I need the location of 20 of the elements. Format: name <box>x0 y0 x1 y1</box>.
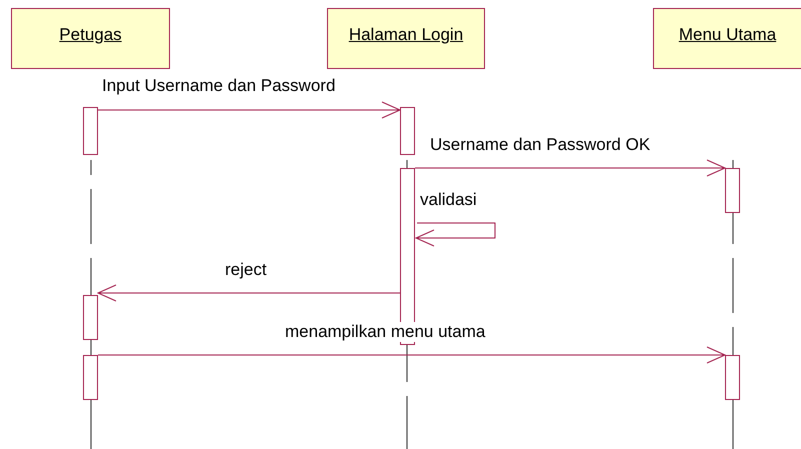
object-box <box>11 8 170 69</box>
activation-bar <box>725 168 740 213</box>
object-box <box>327 8 485 69</box>
edge-label: menampilkan menu utama <box>285 322 486 342</box>
activation-bar <box>83 107 98 155</box>
edge-label: Input Username dan Password <box>102 76 336 96</box>
activation-bar <box>400 107 415 155</box>
edge-label: reject <box>225 260 267 280</box>
message-arrow <box>98 346 726 364</box>
object-name: Halaman Login <box>348 25 464 45</box>
object-name: Petugas <box>59 25 122 45</box>
object-box <box>653 8 801 69</box>
message-arrow <box>98 284 400 302</box>
message-arrow <box>414 160 726 176</box>
activation-bar <box>725 355 740 400</box>
object-name: Menu Utama <box>678 25 776 45</box>
message-arrow <box>416 222 496 246</box>
activation-bar <box>83 295 98 340</box>
activation-bar <box>83 355 98 400</box>
message-arrow <box>98 102 400 118</box>
